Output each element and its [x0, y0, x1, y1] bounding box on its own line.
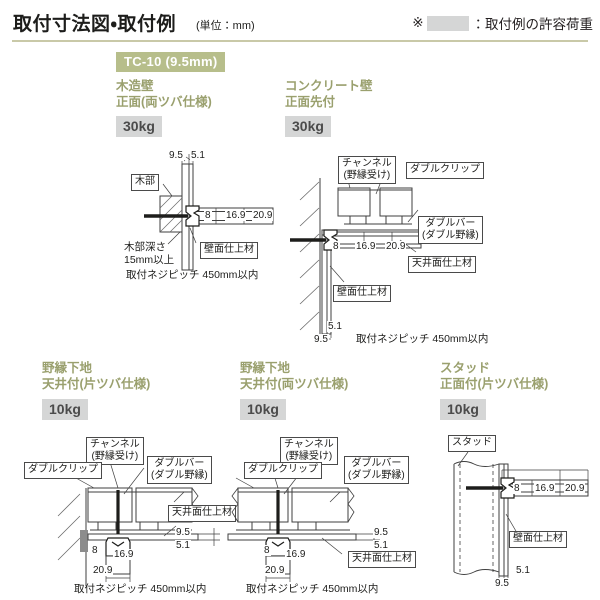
caption-ceiling-finish-d2: 天井面仕上材	[408, 256, 476, 273]
caption-double-bar-line1: ダブルバー	[154, 458, 205, 469]
dim-9-5-d3: 9.5	[175, 527, 191, 538]
caption-double-bar-line1: ダブルバー	[425, 218, 476, 229]
dim-8-d4: 8	[263, 545, 271, 556]
caption-double-bar-line1: ダブルバー	[351, 458, 402, 469]
dim-16-9-d3: 16.9	[113, 549, 135, 560]
caption-double-bar-line2: (ダブル野縁)	[422, 230, 479, 241]
caption-wall-finish-d2: 壁面仕上材	[333, 285, 391, 302]
legend-swatch	[426, 15, 469, 31]
caption-channel-line2: (野縁受け)	[285, 451, 333, 462]
caption-double-clip-d2: ダブルクリップ	[406, 162, 484, 179]
dim-16-9-d1: 16.9	[225, 210, 247, 221]
caption-channel-line2: (野縁受け)	[343, 170, 391, 181]
section-head-line2: 天井付(両ツバ仕様)	[240, 377, 349, 391]
reference-mark-icon: ※	[412, 15, 424, 30]
page-header: 取付寸法図・取付例 (単位：mm) ※ ：取付例の許容荷重	[0, 0, 600, 42]
section-head-line2: 天井付(片ツバ仕様)	[42, 377, 151, 391]
dim-16-9-d4: 16.9	[285, 549, 307, 560]
section-head-line1: スタッド	[440, 361, 491, 375]
section-head-line1: 木造壁	[116, 79, 154, 93]
note-screw-pitch-d3: 取付ネジピッチ 450mm以内	[74, 583, 207, 595]
note-wood-depth-line1: 木部深さ	[124, 241, 166, 253]
caption-double-bar-line2: (ダブル野縁)	[151, 470, 208, 481]
section-head-wood-wall-front: 木造壁 正面(両ツバ仕様)	[116, 78, 212, 110]
dim-20-9-d4: 20.9	[264, 565, 286, 576]
dim-5-1-d5: 5.1	[515, 565, 531, 576]
legend: ※ ：取付例の許容荷重	[412, 13, 593, 33]
caption-double-bar-d3: ダブルバー (ダブル野縁)	[147, 456, 212, 484]
dim-9-5-d2: 9.5	[313, 334, 329, 345]
dim-5-1-d4: 5.1	[373, 540, 389, 551]
dim-20-9-d1: 20.9	[252, 210, 274, 221]
drawing-furring-ceiling-single-svg	[57, 461, 220, 586]
section-head-line1: コンクリート壁	[285, 79, 373, 93]
caption-ceiling-finish-d4: 天井面仕上材	[348, 551, 416, 568]
caption-ceiling-finish-d3: 天井面仕上材	[168, 505, 236, 522]
drawing-furring-ceiling-single	[24, 430, 234, 590]
caption-double-bar-line2: (ダブル野縁)	[348, 470, 405, 481]
dim-8-d1: 8	[204, 210, 212, 221]
note-screw-pitch-d1: 取付ネジピッチ 450mm以内	[126, 269, 259, 281]
caption-double-clip-d4: ダブルクリップ	[244, 462, 322, 479]
section-head-furring-ceiling-double: 野縁下地 天井付(両ツバ仕様)	[240, 360, 348, 392]
section-head-line2: 正面先付	[285, 95, 336, 109]
caption-double-clip-d3: ダブルクリップ	[24, 462, 102, 479]
section-head-line1: 野縁下地	[42, 361, 93, 375]
section-head-stud-front-single: スタッド 正面付(片ツバ仕様)	[440, 360, 548, 392]
dim-9-5-d5: 9.5	[494, 578, 510, 589]
caption-double-bar-d2: ダブルバー (ダブル野縁)	[418, 216, 483, 244]
note-wood-depth-d1: 木部深さ 15mm以上	[124, 241, 174, 267]
section-head-line2: 正面(両ツバ仕様)	[116, 95, 212, 109]
caption-wall-finish-d5: 壁面仕上材	[509, 531, 567, 548]
dim-16-9-d5: 16.9	[534, 483, 556, 494]
caption-channel-d4: チャンネル (野縁受け)	[280, 437, 338, 465]
unit-note: (単位：mm)	[196, 20, 255, 32]
caption-double-bar-d4: ダブルバー (ダブル野縁)	[344, 456, 409, 484]
legend-label: ：取付例の許容荷重	[471, 17, 594, 32]
dim-9-5-d4: 9.5	[373, 527, 389, 538]
caption-channel-d3: チャンネル (野縁受け)	[86, 437, 144, 465]
note-wood-depth-line2: 15mm以上	[124, 254, 175, 266]
dim-5-1-d2: 5.1	[327, 321, 343, 332]
load-badge-stud-front-single: 10kg	[440, 399, 486, 420]
caption-channel-line2: (野縁受け)	[91, 451, 139, 462]
dim-20-9-d3: 20.9	[92, 565, 114, 576]
dim-20-9-d2: 20.9	[385, 241, 407, 252]
dim-8-d3: 8	[91, 545, 99, 556]
caption-wall-finish-d1: 壁面仕上材	[200, 242, 258, 259]
caption-channel-d2: チャンネル (野縁受け)	[338, 156, 396, 184]
section-head-concrete-wall-front: コンクリート壁 正面先付	[285, 78, 373, 110]
caption-wood-part-d1: 木部	[131, 174, 159, 191]
model-tag: TC-10 (9.5mm)	[116, 52, 226, 72]
caption-channel-line1: チャンネル	[90, 439, 140, 450]
drawing-concrete-wall-front	[288, 148, 588, 344]
dim-5-1-d1: 5.1	[190, 150, 206, 161]
caption-channel-line1: チャンネル	[342, 158, 392, 169]
note-screw-pitch-d2: 取付ネジピッチ 450mm以内	[356, 333, 489, 345]
header-divider	[12, 40, 588, 42]
section-head-furring-ceiling-single: 野縁下地 天井付(片ツバ仕様)	[42, 360, 150, 392]
load-badge-concrete-wall-front: 30kg	[285, 116, 331, 137]
dim-8-d5: 8	[513, 483, 521, 494]
load-badge-furring-ceiling-single: 10kg	[42, 399, 88, 420]
page-title: 取付寸法図・取付例	[13, 14, 176, 35]
section-head-line2: 正面付(片ツバ仕様)	[440, 377, 549, 391]
dim-20-9-d5: 20.9	[564, 483, 586, 494]
caption-channel-line1: チャンネル	[284, 439, 334, 450]
drawing-concrete-wall-front-svg	[290, 161, 423, 342]
load-badge-furring-ceiling-double: 10kg	[240, 399, 286, 420]
dim-9-5-d1: 9.5	[168, 150, 184, 161]
dim-16-9-d2: 16.9	[355, 241, 377, 252]
dim-5-1-d3: 5.1	[175, 540, 191, 551]
note-screw-pitch-d4: 取付ネジピッチ 450mm以内	[246, 583, 379, 595]
section-head-line1: 野縁下地	[240, 361, 291, 375]
dim-8-d2: 8	[332, 241, 340, 252]
load-badge-wood-wall-front: 30kg	[116, 116, 162, 137]
caption-stud-d5: スタッド	[448, 435, 496, 452]
